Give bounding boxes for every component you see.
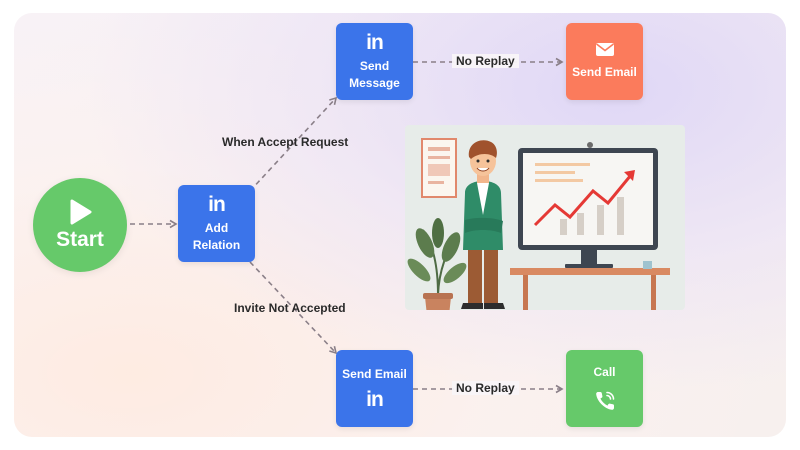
send-message-label-line2: Message (349, 75, 400, 90)
connector-add-relation-to-send-message (249, 96, 338, 192)
add-relation-node[interactable]: in Add Relation (178, 185, 255, 262)
play-icon (70, 199, 92, 225)
send-email-node-top[interactable]: Send Email (566, 23, 643, 100)
edge-label-no-replay-top: No Replay (452, 54, 519, 68)
add-relation-label-line2: Relation (192, 237, 241, 252)
edge-label-when-accept-request: When Accept Request (222, 135, 349, 149)
illustration-growth-presentation (405, 125, 685, 310)
send-email-node-bottom[interactable]: Send Email in (336, 350, 413, 427)
send-message-label-line1: Send (359, 58, 390, 73)
call-node[interactable]: Call (566, 350, 643, 427)
send-email-bottom-label: Send Email (342, 367, 407, 381)
connector-add-relation-to-send-email (249, 261, 338, 355)
phone-ringing-icon (595, 391, 614, 410)
presenter (461, 140, 505, 309)
monitor (518, 142, 658, 268)
start-node[interactable]: Start (33, 178, 127, 272)
add-relation-label-line1: Add (204, 220, 229, 235)
linkedin-icon: in (208, 192, 226, 216)
envelope-icon (595, 43, 614, 56)
desk (510, 261, 670, 310)
send-message-node[interactable]: in Send Message (336, 23, 413, 100)
plant (407, 218, 467, 310)
edge-label-invite-not-accepted: Invite Not Accepted (234, 301, 346, 315)
call-label: Call (593, 365, 616, 379)
send-email-top-label: Send Email (572, 65, 637, 79)
linkedin-icon: in (366, 388, 384, 411)
start-label: Start (56, 228, 104, 251)
linkedin-icon: in (366, 30, 384, 54)
edge-label-no-replay-bottom: No Replay (452, 381, 519, 395)
